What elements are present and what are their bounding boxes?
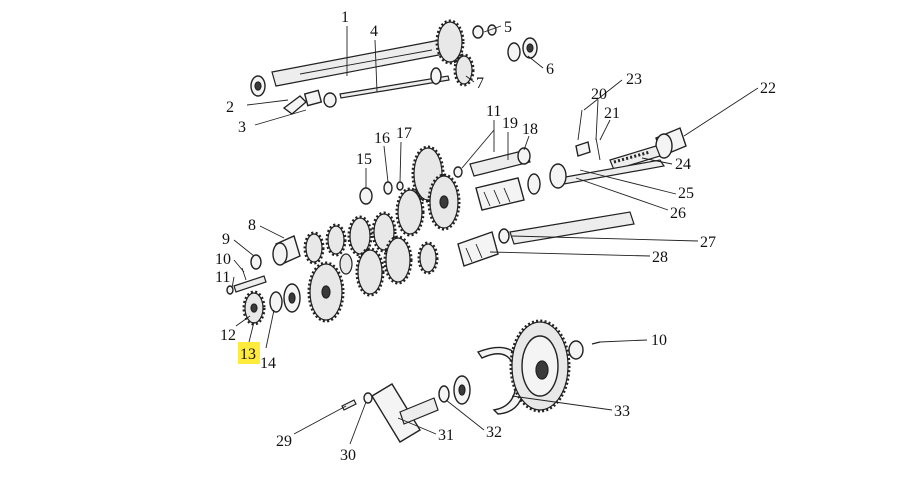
callout-5: 5 (504, 19, 512, 36)
callout-labels: 1 2 3 4 5 6 7 8 9 10 10 11 11 12 13 14 1… (215, 9, 776, 464)
callout-23: 23 (626, 71, 642, 88)
top-main-shaft-assembly (250, 19, 538, 115)
callout-11a: 11 (486, 103, 501, 120)
callout-12: 12 (220, 327, 236, 344)
callout-14: 14 (260, 355, 276, 372)
bottom-final-drive-assembly (341, 319, 601, 443)
callout-2: 2 (226, 99, 234, 116)
callout-30: 30 (340, 447, 356, 464)
callout-22: 22 (760, 80, 776, 97)
callout-18: 18 (522, 121, 538, 138)
callout-17: 17 (396, 125, 412, 142)
callout-29: 29 (276, 433, 292, 450)
callout-16: 16 (374, 130, 390, 147)
callout-21: 21 (604, 105, 620, 122)
callout-3: 3 (238, 119, 246, 136)
callout-26: 26 (670, 205, 686, 222)
callout-13-highlight (238, 342, 260, 364)
intermediate-gear-stack (303, 145, 461, 323)
selector-and-clutch-assembly (453, 109, 687, 267)
callout-11b: 11 (215, 269, 230, 286)
callout-10b: 10 (651, 332, 667, 349)
callout-13: 13 (240, 346, 256, 363)
callout-24: 24 (675, 156, 691, 173)
callout-27: 27 (700, 234, 716, 251)
callout-28: 28 (652, 249, 668, 266)
callout-20: 20 (591, 86, 607, 103)
callout-1: 1 (341, 9, 349, 26)
left-input-gear-group (226, 235, 301, 326)
callout-9: 9 (222, 231, 230, 248)
callout-25: 25 (678, 185, 694, 202)
callout-31: 31 (438, 427, 454, 444)
leader-lines (231, 25, 759, 445)
callout-19: 19 (502, 115, 518, 132)
callout-6: 6 (546, 61, 554, 78)
callout-7: 7 (476, 75, 484, 92)
callout-4: 4 (370, 23, 378, 40)
callout-33: 33 (614, 403, 630, 420)
callout-8: 8 (248, 217, 256, 234)
callout-32: 32 (486, 424, 502, 441)
callout-15: 15 (356, 151, 372, 168)
callout-10a: 10 (215, 251, 231, 268)
